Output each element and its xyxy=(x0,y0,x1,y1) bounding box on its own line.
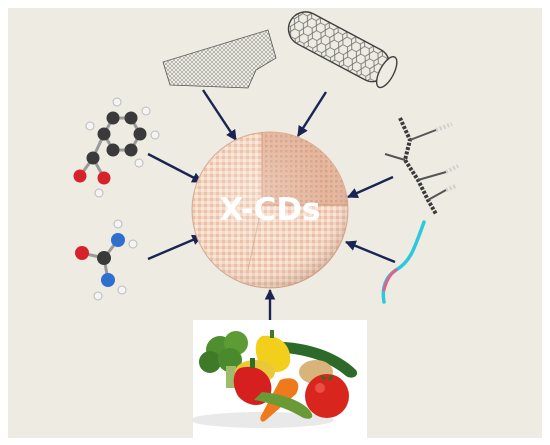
broccoli-icon xyxy=(199,331,248,388)
fruits-and-vegetables-photo xyxy=(190,320,367,438)
arrow-from-benzoic-acid xyxy=(147,152,203,184)
arrow-from-carbon-nanotube xyxy=(296,91,328,137)
arrow-from-polymer-chain xyxy=(347,175,394,199)
polymer-chain-icon xyxy=(384,117,459,215)
urea-molecule-icon xyxy=(75,219,138,301)
carbon-fiber-icon xyxy=(381,220,426,304)
graphene-sheet-icon xyxy=(162,29,277,89)
center-label: X-CDs xyxy=(219,192,320,228)
carbon-nanotube-icon xyxy=(287,11,398,89)
arrow-from-graphene-sheet xyxy=(201,89,238,141)
arrow-from-carbon-fiber xyxy=(345,240,396,264)
benzoic-acid-molecule-icon xyxy=(73,97,160,198)
arrows-group xyxy=(147,89,396,320)
arrow-from-urea-molecule xyxy=(147,234,203,261)
carbon-dot-sphere: X-CDs xyxy=(191,131,349,289)
